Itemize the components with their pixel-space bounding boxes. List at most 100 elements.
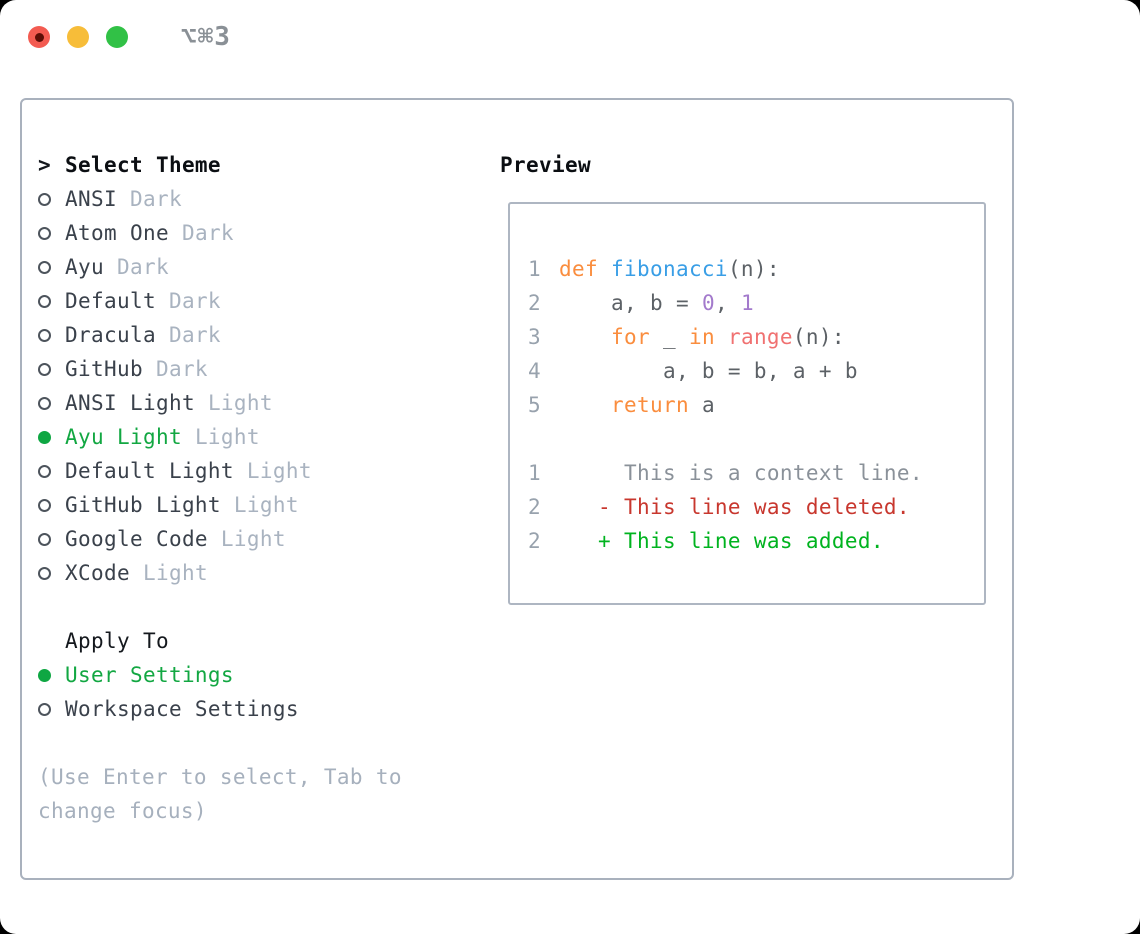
select-theme-header: > Select Theme (38, 148, 478, 182)
selection-cursor: > (38, 153, 51, 177)
radio-icon (38, 362, 51, 376)
code-token-plain: , (714, 291, 741, 315)
theme-option[interactable]: ANSI Dark (38, 182, 478, 216)
theme-name: Default Light (65, 459, 247, 483)
preview-line: 2 - This line was deleted. (528, 490, 984, 524)
code-token-plain: _ (649, 325, 689, 349)
preview-line: 3 for _ in range(n): (528, 320, 984, 354)
radio-indent (38, 396, 65, 410)
preview-line: 2 + This line was added. (528, 524, 984, 558)
line-content: This is a context line. (559, 456, 923, 490)
radio-icon (38, 532, 51, 546)
radio-indent (38, 566, 65, 580)
radio-icon (38, 294, 51, 308)
help-text: (Use Enter to select, Tab to change focu… (38, 765, 402, 823)
radio-indent (38, 532, 65, 546)
titlebar: ⌥⌘3 (28, 22, 231, 52)
line-number: 2 (528, 291, 541, 315)
theme-option[interactable]: ANSI Light Light (38, 386, 478, 420)
radio-icon (38, 464, 51, 478)
code-token-keyword: for (610, 325, 650, 349)
code-token-plain (559, 325, 611, 349)
preview-line (528, 422, 984, 456)
theme-variant: Light (220, 527, 286, 551)
theme-name: Dracula (65, 323, 169, 347)
code-token-plain (715, 325, 728, 349)
line-number: 4 (528, 359, 541, 383)
preview-pane: 1 def fibonacci(n): 2 a, b = 0, 1 3 for … (508, 202, 986, 605)
radio-indent (38, 226, 65, 240)
line-number: 2 (528, 495, 541, 519)
code-token-number: 1 (740, 291, 754, 315)
code-token-keyword: in (688, 325, 715, 349)
minimize-button[interactable] (67, 26, 89, 48)
preview-line: 1 This is a context line. (528, 456, 984, 490)
theme-variant: Light (142, 561, 208, 585)
theme-option[interactable]: Google Code Light (38, 522, 478, 556)
code-token-plain (559, 393, 611, 417)
theme-name: Default (65, 289, 169, 313)
zoom-button[interactable] (106, 26, 128, 48)
theme-variant: Dark (168, 289, 221, 313)
radio-icon (38, 566, 51, 580)
theme-name: GitHub (65, 357, 156, 381)
line-number (528, 422, 559, 456)
theme-option[interactable]: Dracula Dark (38, 318, 478, 352)
radio-icon (38, 702, 51, 716)
line-number: 5 (528, 393, 541, 417)
radio-icon (38, 430, 51, 444)
theme-option[interactable]: Default Light Light (38, 454, 478, 488)
code-token-plain: a, b = (559, 291, 702, 315)
line-content: a, b = 0, 1 (559, 286, 754, 320)
radio-icon (38, 226, 51, 240)
code-token-plain (598, 257, 611, 281)
radio-indent (38, 294, 65, 308)
theme-variant: Dark (116, 255, 169, 279)
code-token-added: + This line was added. (559, 529, 884, 553)
theme-name: Ayu (65, 255, 117, 279)
preview-code: 1 def fibonacci(n): 2 a, b = 0, 1 3 for … (528, 252, 984, 558)
preview-title: Preview (500, 153, 591, 177)
line-content: a, b = b, a + b (559, 354, 858, 388)
radio-indent (38, 464, 65, 478)
apply-to-title: Apply To (65, 629, 169, 653)
theme-selector-panel: > Select Theme ANSI Dark Atom One Dark A… (20, 98, 1014, 880)
theme-option[interactable]: GitHub Light Light (38, 488, 478, 522)
apply-to-option[interactable]: User Settings (38, 658, 478, 692)
close-button[interactable] (28, 26, 50, 48)
preview-line: 2 a, b = 0, 1 (528, 286, 984, 320)
code-token-context: This is a context line. (559, 461, 923, 485)
theme-option[interactable]: Atom One Dark (38, 216, 478, 250)
apply-to-option[interactable]: Workspace Settings (38, 692, 478, 726)
theme-option[interactable]: XCode Light (38, 556, 478, 590)
theme-option[interactable]: GitHub Dark (38, 352, 478, 386)
line-number: 1 (528, 461, 541, 485)
select-theme-title: Select Theme (65, 153, 221, 177)
theme-variant: Light (246, 459, 312, 483)
apply-to-option-label: Workspace Settings (65, 697, 299, 721)
radio-indent (38, 260, 65, 274)
line-content: for _ in range(n): (559, 320, 845, 354)
line-number: 3 (528, 325, 541, 349)
line-number: 2 (528, 529, 541, 553)
code-token-keyword: def (559, 257, 598, 281)
apply-to-header: Apply To (38, 624, 478, 658)
theme-name: XCode (65, 561, 143, 585)
theme-list-section: > Select Theme ANSI Dark Atom One Dark A… (38, 148, 478, 828)
theme-variant: Light (194, 425, 260, 449)
radio-icon (38, 396, 51, 410)
code-token-deleted: - This line was deleted. (559, 495, 910, 519)
apply-to-option-label: User Settings (65, 663, 234, 687)
theme-option[interactable]: Default Dark (38, 284, 478, 318)
theme-option[interactable]: Ayu Light Light (38, 420, 478, 454)
theme-name: GitHub Light (65, 493, 234, 517)
theme-name: Ayu Light (65, 425, 195, 449)
code-token-keyword: return (610, 393, 689, 417)
line-content: + This line was added. (559, 524, 884, 558)
radio-icon (38, 668, 51, 682)
theme-option[interactable]: Ayu Dark (38, 250, 478, 284)
code-token-number: 0 (701, 291, 715, 315)
line-content: return a (559, 388, 715, 422)
radio-icon (38, 498, 51, 512)
spacer (38, 590, 478, 624)
